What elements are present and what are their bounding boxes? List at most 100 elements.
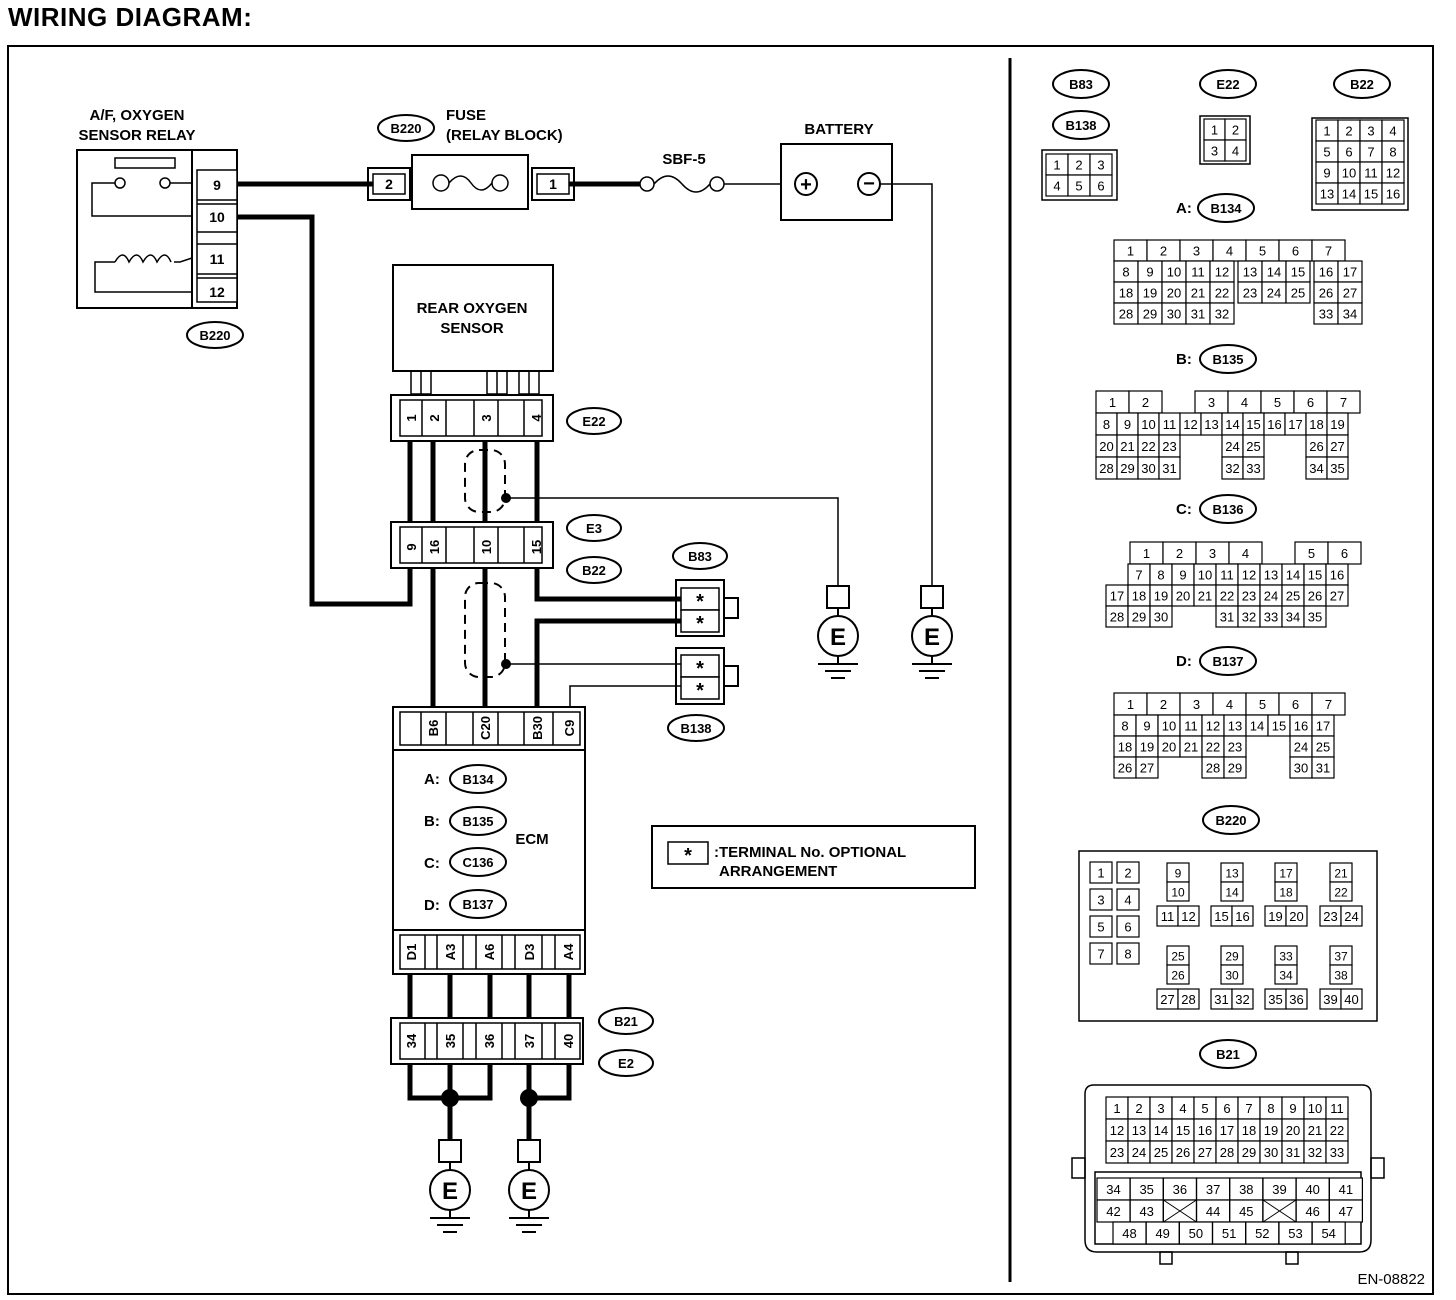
ecm-pin-d1: D1 — [404, 944, 419, 961]
grid-b220-pin-13: 13 — [1225, 867, 1239, 881]
grid-b21-pin-54: 54 — [1321, 1226, 1335, 1241]
grid-e22-pin-2: 2 — [1232, 123, 1239, 138]
grid-b136-pin-11: 11 — [1220, 568, 1234, 583]
grid-b137-pin-17: 17 — [1316, 719, 1330, 734]
layout-b83-id: B83 — [1069, 77, 1093, 92]
ecm-pin-a3: A3 — [443, 944, 458, 961]
grid-b21-pin-51: 51 — [1222, 1226, 1236, 1241]
b83-pin-1: * — [696, 591, 704, 613]
fuse-connector-id: B220 — [390, 121, 421, 136]
grid-b21-pin-43: 43 — [1139, 1204, 1153, 1219]
grid-b134-pin-31: 31 — [1191, 307, 1205, 322]
grid-b134-pin-8: 8 — [1122, 265, 1129, 280]
relay-label-1: A/F, OXYGEN — [89, 107, 184, 124]
grid-b136-pin-10: 10 — [1198, 568, 1212, 583]
grid-b136-pin-25: 25 — [1286, 589, 1300, 604]
grid-b135-pin-10: 10 — [1141, 417, 1155, 432]
sensor-label-2: SENSOR — [440, 320, 504, 337]
ecm-row-c-letter: C: — [424, 855, 440, 872]
grid-b220-pin-31: 31 — [1214, 992, 1228, 1007]
b21-pin-34: 34 — [404, 1033, 419, 1048]
grid-b135-pin-20: 20 — [1099, 439, 1113, 454]
ecm-pin-c20: C20 — [478, 716, 493, 740]
grid-b220-pin-35: 35 — [1268, 992, 1282, 1007]
grid-b135-pin-13: 13 — [1204, 417, 1218, 432]
grid-b21-pin-10: 10 — [1308, 1101, 1322, 1116]
ecm-row-d-letter: D: — [424, 897, 440, 914]
grid-b137-pin-27: 27 — [1140, 761, 1154, 776]
ecm: B6 C20 B30 C9 A: B134 B: B135 C: C136 D:… — [392, 706, 586, 975]
connector-b21-e2: 34 35 36 37 40 B21 E2 — [390, 1007, 654, 1077]
grid-b136-pin-17: 17 — [1110, 589, 1124, 604]
grid-b220-pin-28: 28 — [1181, 992, 1195, 1007]
grid-b220-cell — [1231, 905, 1254, 927]
b21-pin-37: 37 — [522, 1034, 537, 1048]
grid-b220-cell — [1116, 942, 1140, 965]
grid-b135-pin-33: 33 — [1246, 461, 1260, 476]
grid-b134-pin-22: 22 — [1215, 286, 1229, 301]
grid-b21-pin-32: 32 — [1308, 1145, 1322, 1160]
grid-b136-pin-14: 14 — [1286, 568, 1300, 583]
layout-b137-id: B137 — [1212, 654, 1243, 669]
grid-b220-pin-10: 10 — [1171, 886, 1185, 900]
grid-b135-pin-22: 22 — [1141, 439, 1155, 454]
grid-b137-pin-14: 14 — [1250, 719, 1264, 734]
grid-b137-pin-21: 21 — [1184, 740, 1198, 755]
grid-b22-pin-5: 5 — [1323, 145, 1330, 160]
note-line-2: ARRANGEMENT — [719, 863, 837, 880]
grid-b21-pin-42: 42 — [1106, 1204, 1120, 1219]
grid-b21-pin-22: 22 — [1330, 1123, 1344, 1138]
grid-b21-pin-6: 6 — [1223, 1101, 1230, 1116]
grid-b135-pin-34: 34 — [1309, 461, 1323, 476]
grid-b21-pin-45: 45 — [1239, 1204, 1253, 1219]
ecm-row-b-letter: B: — [424, 813, 440, 830]
grid-b220-cell — [1340, 905, 1363, 927]
ecm-row-c-connector: C136 — [462, 855, 493, 870]
e22-id: E22 — [582, 414, 605, 429]
grid-b134-pin-12: 12 — [1215, 265, 1229, 280]
grid-b137-pin-25: 25 — [1316, 740, 1330, 755]
battery-plus: + — [800, 174, 812, 196]
grid-b135-pin-8: 8 — [1103, 417, 1110, 432]
grid-b21-pin-7: 7 — [1245, 1101, 1252, 1116]
grid-b21-pin-25: 25 — [1154, 1145, 1168, 1160]
grid-b135-pin-26: 26 — [1309, 439, 1323, 454]
grid-b137-pin-9: 9 — [1143, 719, 1150, 734]
grid-b22-pin-16: 16 — [1386, 187, 1400, 202]
grid-b21-pin-26: 26 — [1176, 1145, 1190, 1160]
grid-b137-pin-1: 1 — [1127, 697, 1134, 712]
grid-b220-cell — [1089, 942, 1113, 965]
grid-b135-pin-25: 25 — [1246, 439, 1260, 454]
grid-b136-cell — [1303, 605, 1327, 628]
ground-symbol-3: E — [429, 1139, 471, 1233]
grid-b137-pin-5: 5 — [1259, 697, 1266, 712]
battery-minus: − — [863, 173, 875, 195]
grid-b83-pin-2: 2 — [1075, 158, 1082, 173]
grid-b220-pin-9: 9 — [1175, 867, 1182, 881]
note-symbol: * — [684, 845, 692, 867]
grid-b135-pin-6: 6 — [1307, 395, 1314, 410]
grid-b21-pin-4: 4 — [1179, 1101, 1186, 1116]
grid-b136-pin-16: 16 — [1330, 568, 1344, 583]
grid-b134-pin-2: 2 — [1160, 244, 1167, 259]
grid-b135-pin-21: 21 — [1120, 439, 1134, 454]
grid-b21-pin-35: 35 — [1139, 1182, 1153, 1197]
grid-b136-pin-20: 20 — [1176, 589, 1190, 604]
layout-b136-prefix: C: — [1176, 501, 1192, 518]
grid-b134-pin-23: 23 — [1243, 286, 1257, 301]
grid-b21-pin-13: 13 — [1132, 1123, 1146, 1138]
grid-b22-pin-1: 1 — [1323, 124, 1330, 139]
grid-b137-pin-11: 11 — [1184, 719, 1198, 734]
sbf-fuse: SBF-5 — [639, 151, 725, 193]
grid-b135-pin-27: 27 — [1330, 439, 1344, 454]
page-title: WIRING DIAGRAM: — [8, 2, 253, 32]
layout-b135-id: B135 — [1212, 352, 1243, 367]
grid-b22-pin-15: 15 — [1364, 187, 1378, 202]
grid-e22-cell — [1224, 139, 1247, 162]
grid-b134-pin-9: 9 — [1146, 265, 1153, 280]
grid-b220-pin-15: 15 — [1214, 909, 1228, 924]
grid-b21-pin-11: 11 — [1330, 1101, 1344, 1116]
fuse-pin-1: 1 — [549, 176, 557, 192]
grid-b220-cell — [1220, 964, 1244, 985]
